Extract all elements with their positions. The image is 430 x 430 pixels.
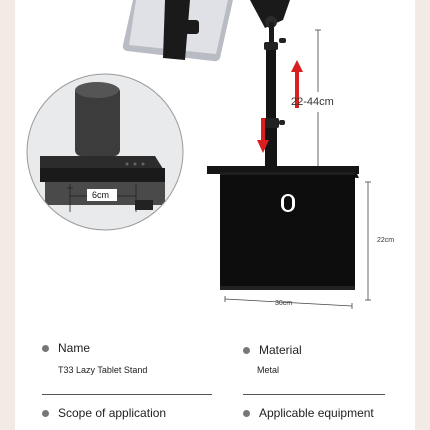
product-card: 22-44cm 6cm 22cm 30cm Name T33 Lazy Tabl… [15,0,415,430]
tray-height-label: 22cm [377,237,395,244]
tray-width-dimension [224,296,353,309]
telescopic-pole [263,22,286,170]
spec-material-value: Metal [257,365,280,375]
spec-equipment-title: Applicable equipment [243,406,374,420]
tray-width-label: 30cm [275,300,293,307]
tray-height-dimension [365,181,371,301]
product-illustration [26,0,371,309]
divider-left [42,394,212,395]
spec-equipment-label: Applicable equipment [259,406,374,420]
spec-name-value: T33 Lazy Tablet Stand [58,365,148,375]
spec-material-title: Material [243,343,302,357]
bullet-icon [42,344,49,352]
tray [207,166,359,290]
height-range-label: 22-44cm [291,96,334,108]
tablet-image [122,0,233,62]
spec-name-label: Name [58,341,91,355]
bullet-icon [42,409,49,417]
bullet-icon [243,346,250,354]
spec-scope-title: Scope of application [42,406,166,420]
bullet-icon [243,409,250,417]
spec-material-label: Material [259,343,302,357]
base-width-label: 6cm [92,190,110,200]
spec-name-title: Name [42,341,90,355]
base-detail-magnifier [26,73,184,231]
divider-right [243,394,385,395]
spec-scope-label: Scope of application [58,406,167,420]
height-adjust-arrows [257,60,303,153]
